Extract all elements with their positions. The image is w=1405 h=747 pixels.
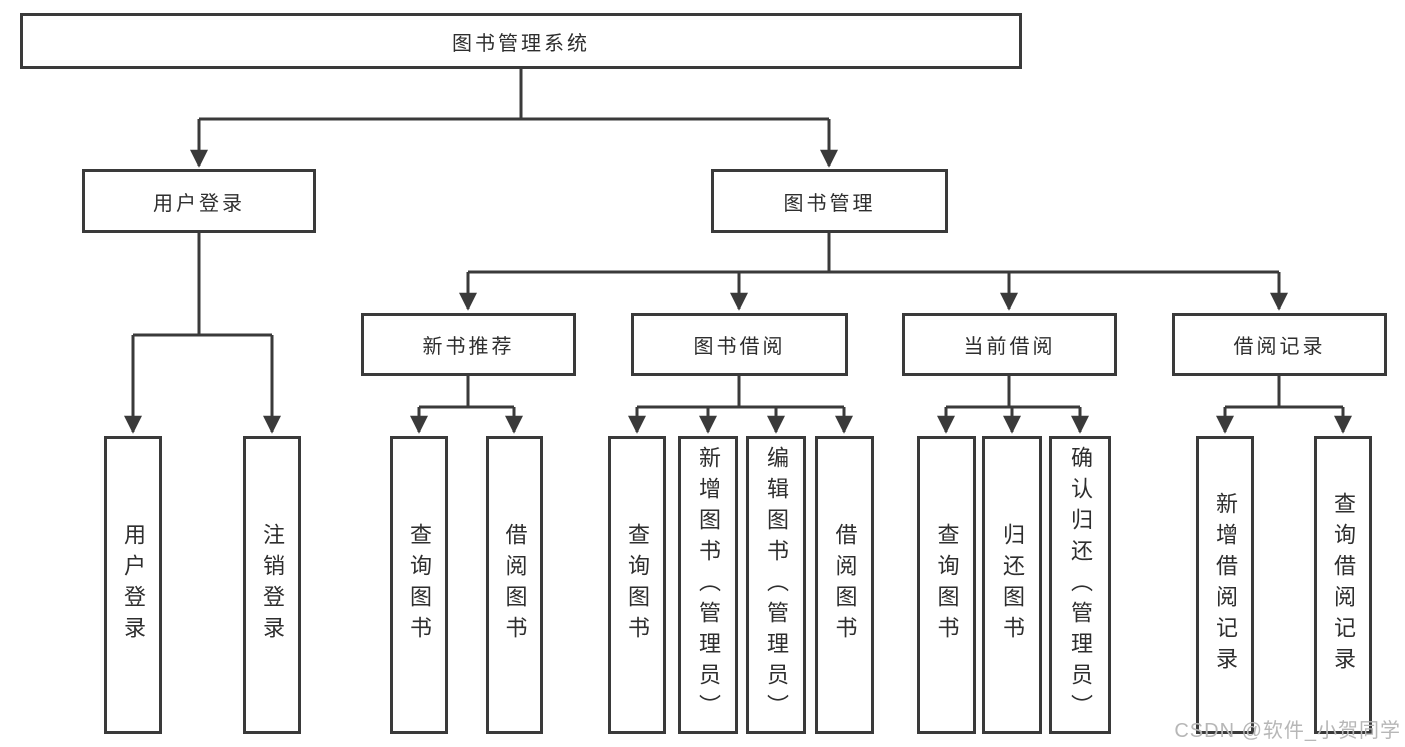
leaf-nbr-query-books-label: 查询图书 xyxy=(407,523,432,647)
node-book-borrow: 图书借阅 xyxy=(631,313,848,376)
leaf-user-login: 用户登录 xyxy=(104,436,162,734)
connector-book-management-skeleton xyxy=(468,233,1279,274)
leaf-logout: 注销登录 xyxy=(243,436,301,734)
connector-new-book-recommend-skeleton xyxy=(419,376,514,409)
leaf-logout-label: 注销登录 xyxy=(260,523,285,647)
leaf-cb-confirm-return-admin: 确认归还（管理员） xyxy=(1049,436,1111,734)
connector-borrow-records-skeleton xyxy=(1225,376,1343,409)
leaf-br-query-record: 查询借阅记录 xyxy=(1314,436,1372,734)
connector-root-skeleton xyxy=(199,68,829,121)
node-borrow-records: 借阅记录 xyxy=(1172,313,1387,376)
node-new-book-recommend: 新书推荐 xyxy=(361,313,576,376)
watermark: CSDN @软件_小贺同学 xyxy=(1174,720,1401,742)
leaf-cb-return-book-label: 归还图书 xyxy=(1000,523,1025,647)
leaf-cb-return-book: 归还图书 xyxy=(982,436,1042,734)
leaf-br-add-record: 新增借阅记录 xyxy=(1196,436,1254,734)
leaf-nbr-query-books: 查询图书 xyxy=(390,436,448,734)
connector-user-login-skeleton xyxy=(133,233,272,337)
leaf-bb-query-books-label: 查询图书 xyxy=(625,523,650,647)
leaf-cb-query-books: 查询图书 xyxy=(917,436,976,734)
leaf-bb-borrow-books: 借阅图书 xyxy=(815,436,874,734)
leaf-nbr-borrow-books: 借阅图书 xyxy=(486,436,543,734)
leaf-bb-query-books: 查询图书 xyxy=(608,436,666,734)
leaf-bb-add-book-admin: 新增图书（管理员） xyxy=(678,436,738,734)
leaf-bb-edit-book-admin-label: 编辑图书（管理员） xyxy=(764,445,789,725)
node-user-login: 用户登录 xyxy=(82,169,316,233)
node-current-borrow: 当前借阅 xyxy=(902,313,1117,376)
leaf-br-add-record-label: 新增借阅记录 xyxy=(1213,492,1238,678)
connector-book-borrow-skeleton xyxy=(637,376,844,409)
leaf-br-query-record-label: 查询借阅记录 xyxy=(1331,492,1356,678)
leaf-bb-edit-book-admin: 编辑图书（管理员） xyxy=(746,436,806,734)
leaf-cb-query-books-label: 查询图书 xyxy=(934,523,960,647)
connector-current-borrow-skeleton xyxy=(946,376,1080,409)
leaf-cb-confirm-return-admin-label: 确认归还（管理员） xyxy=(1068,445,1093,725)
leaf-bb-add-book-admin-label: 新增图书（管理员） xyxy=(696,445,721,725)
leaf-user-login-label: 用户登录 xyxy=(121,523,146,647)
node-library-system: 图书管理系统 xyxy=(20,13,1022,69)
leaf-nbr-borrow-books-label: 借阅图书 xyxy=(502,523,528,647)
leaf-bb-borrow-books-label: 借阅图书 xyxy=(832,523,858,647)
node-book-management: 图书管理 xyxy=(711,169,948,233)
